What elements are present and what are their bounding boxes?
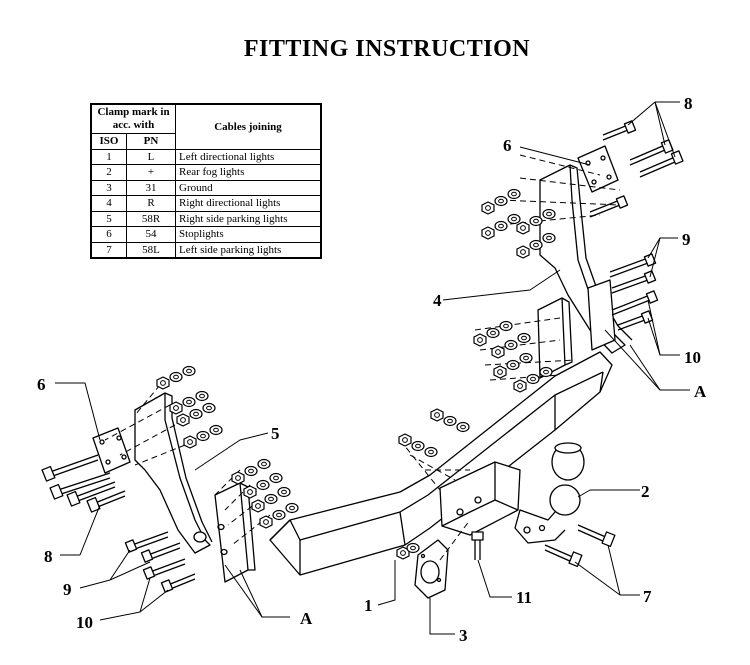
assembly-guide-lines bbox=[104, 154, 621, 561]
callout-4: 4 bbox=[433, 291, 442, 310]
callout-8-top: 8 bbox=[684, 94, 693, 113]
callout-8-left: 8 bbox=[44, 547, 53, 566]
callout-A-right: A bbox=[694, 382, 707, 401]
cable-cell: Right side parking lights bbox=[175, 210, 322, 227]
pn-header: PN bbox=[126, 133, 176, 150]
page-title: FITTING INSTRUCTION bbox=[243, 36, 531, 62]
pn-cell: 58L bbox=[126, 241, 176, 259]
left-plate-part bbox=[92, 427, 131, 474]
right-plate-part bbox=[577, 145, 619, 193]
callout-A-bottom: A bbox=[300, 609, 313, 628]
cable-cell: Left side parking lights bbox=[175, 241, 322, 259]
socket-plate-part bbox=[414, 539, 449, 599]
callout-7: 7 bbox=[643, 587, 652, 606]
callout-1: 1 bbox=[364, 596, 373, 615]
callout-10-left: 10 bbox=[76, 613, 93, 632]
cables-joining-header: Cables joining bbox=[175, 103, 322, 150]
callout-11: 11 bbox=[516, 588, 532, 607]
tow-ball-part bbox=[514, 442, 585, 544]
ball-mount-plate bbox=[439, 461, 521, 536]
bolt-11 bbox=[471, 531, 484, 560]
callout-6-left: 6 bbox=[37, 375, 46, 394]
cable-cell: Right directional lights bbox=[175, 195, 322, 212]
callout-9-top: 9 bbox=[682, 230, 691, 249]
left-bracket-part bbox=[134, 392, 256, 583]
callout-2: 2 bbox=[641, 482, 650, 501]
bolts-7 bbox=[544, 524, 616, 568]
callout-leader-lines bbox=[55, 101, 690, 635]
right-bracket-part bbox=[537, 164, 633, 379]
callout-9-left: 9 bbox=[63, 580, 72, 599]
bolts-left-9-10 bbox=[124, 531, 196, 593]
iso-cell: 7 bbox=[90, 241, 127, 259]
callout-3: 3 bbox=[459, 626, 468, 645]
crossbar-part bbox=[269, 351, 613, 576]
clamp-mark-header: Clamp mark in acc. with bbox=[90, 103, 176, 134]
table-row: 2+Rear fog lights bbox=[90, 164, 322, 181]
cables-joining-table: Clamp mark in acc. with Cables joining I… bbox=[90, 103, 322, 259]
bolts-right-9-10 bbox=[609, 253, 659, 331]
bolts-left bbox=[41, 454, 126, 513]
iso-header: ISO bbox=[90, 133, 127, 150]
callout-10-right: 10 bbox=[684, 348, 701, 367]
callout-6-top: 6 bbox=[503, 136, 512, 155]
callout-5: 5 bbox=[271, 424, 280, 443]
